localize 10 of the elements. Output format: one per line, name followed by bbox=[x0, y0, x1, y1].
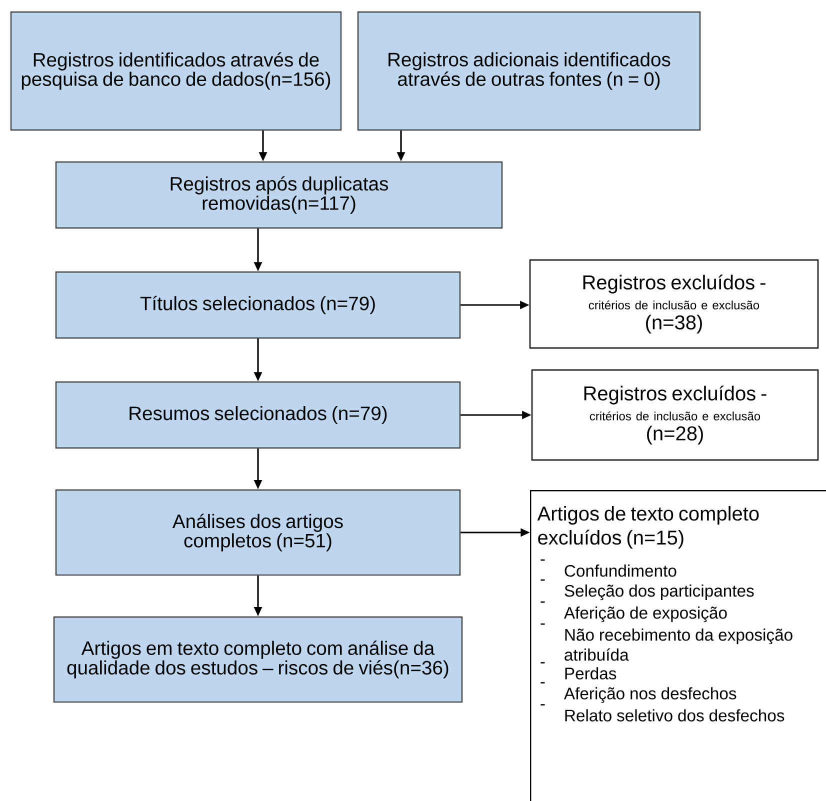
process-box: Análises dos artigos completos (n=51) bbox=[55, 489, 461, 576]
process-box: Artigos em texto completo com análise da qualidade dos estudos – riscos de viés(n=36) bbox=[53, 616, 463, 703]
exclusion-box: Registros excluídos - critérios de inclusão e exclusão (n=38) bbox=[529, 259, 819, 349]
exclusion-box: Artigos de texto completo excluídos (n=15) - Confundimento - Seleção dos participantes - Aferição de exposição - Não recebimento da exposição atribuída - Perdas - Aferição nos desfechos - Relato seletivo dos desfechos bbox=[530, 490, 826, 801]
process-box: Resumos selecionados (n=79) bbox=[55, 381, 461, 449]
process-box: Registros identificados através de pesquisa de banco de dados(n=156) bbox=[10, 11, 342, 131]
exclusion-box: Registros excluídos - critérios de inclusão e exclusão (n=28) bbox=[531, 369, 819, 461]
process-box: Títulos selecionados (n=79) bbox=[55, 271, 461, 339]
process-box: Registros após duplicatas removidas(n=117) bbox=[55, 161, 503, 229]
process-box: Registros adicionais identificados através de outras fontes (n = 0) bbox=[357, 11, 701, 131]
